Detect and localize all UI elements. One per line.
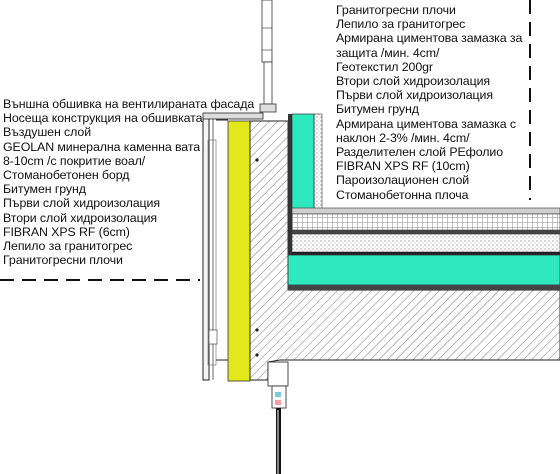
- label-bitumen-primer-roof: Битумен грунд: [336, 102, 419, 117]
- label-cladding-structure: Носеща конструкция на обшивката: [3, 111, 203, 126]
- parapet-waterproofing: [288, 114, 292, 290]
- label-protective-screed-min: защита /мин. 4cm/: [336, 45, 440, 60]
- label-tile-adhesive: Лепило за гранитогрес: [3, 239, 133, 254]
- label-protective-screed: Армирана циментова замазка за: [336, 31, 523, 46]
- label-sloped-screed-min: наклон 2-3% /мин. 4cm/: [336, 130, 470, 145]
- vent-pipe: [259, 0, 277, 113]
- label-tile-adhesive-roof: Лепило за гранитогрес: [336, 17, 466, 32]
- left-label-list: Външна обшивка на вентилираната фасада Н…: [3, 97, 254, 267]
- label-concrete-parapet: Стоманобетонен борд: [3, 168, 130, 183]
- label-second-waterproofing-roof: Втори слой хидроизолация: [336, 74, 491, 89]
- label-first-waterproofing-roof: Първи слой хидроизолация: [336, 88, 493, 103]
- label-granite-tiles: Гранитогресни плочи: [3, 253, 123, 268]
- label-geotextile: Геотекстил 200gr: [336, 59, 433, 74]
- label-mineral-wool-thickness: 8-10cm /с покритие воал/: [3, 153, 146, 168]
- label-xps-10cm: FIBRAN XPS RF (10cm): [336, 159, 470, 174]
- label-xps-6cm: FIBRAN XPS RF (6cm): [3, 224, 130, 239]
- label-concrete-slab: Стоманобетонна плоча: [336, 187, 469, 202]
- label-facade-cladding: Външна обшивка на вентилираната фасада: [3, 97, 255, 111]
- xps-vertical: [291, 113, 315, 210]
- label-vapour-barrier: Пароизолационен слой: [336, 173, 470, 188]
- label-first-waterproofing: Първи слой хидроизолация: [3, 196, 160, 211]
- granite-vertical: [313, 113, 323, 215]
- label-air-gap: Въздушен слой: [3, 125, 92, 140]
- xps-horizontal: [287, 254, 560, 286]
- label-mineral-wool: GEOLAN минерална каменна вата: [3, 139, 201, 154]
- label-bitumen-primer: Битумен грунд: [3, 182, 86, 197]
- label-second-waterproofing: Втори слой хидроизолация: [3, 210, 158, 225]
- right-label-list: Гранитогресни плочи Лепило за гранитогре…: [336, 3, 522, 202]
- facade-cladding: [202, 112, 264, 381]
- window-frame: [267, 361, 289, 474]
- label-granite-tiles-roof: Гранитогресни плочи: [336, 3, 456, 17]
- roof-build-up: [287, 207, 560, 290]
- label-separation-layer: Разделителен слой РЕфолио: [336, 145, 503, 160]
- label-sloped-screed: Армирана циментова замазка с: [336, 116, 516, 131]
